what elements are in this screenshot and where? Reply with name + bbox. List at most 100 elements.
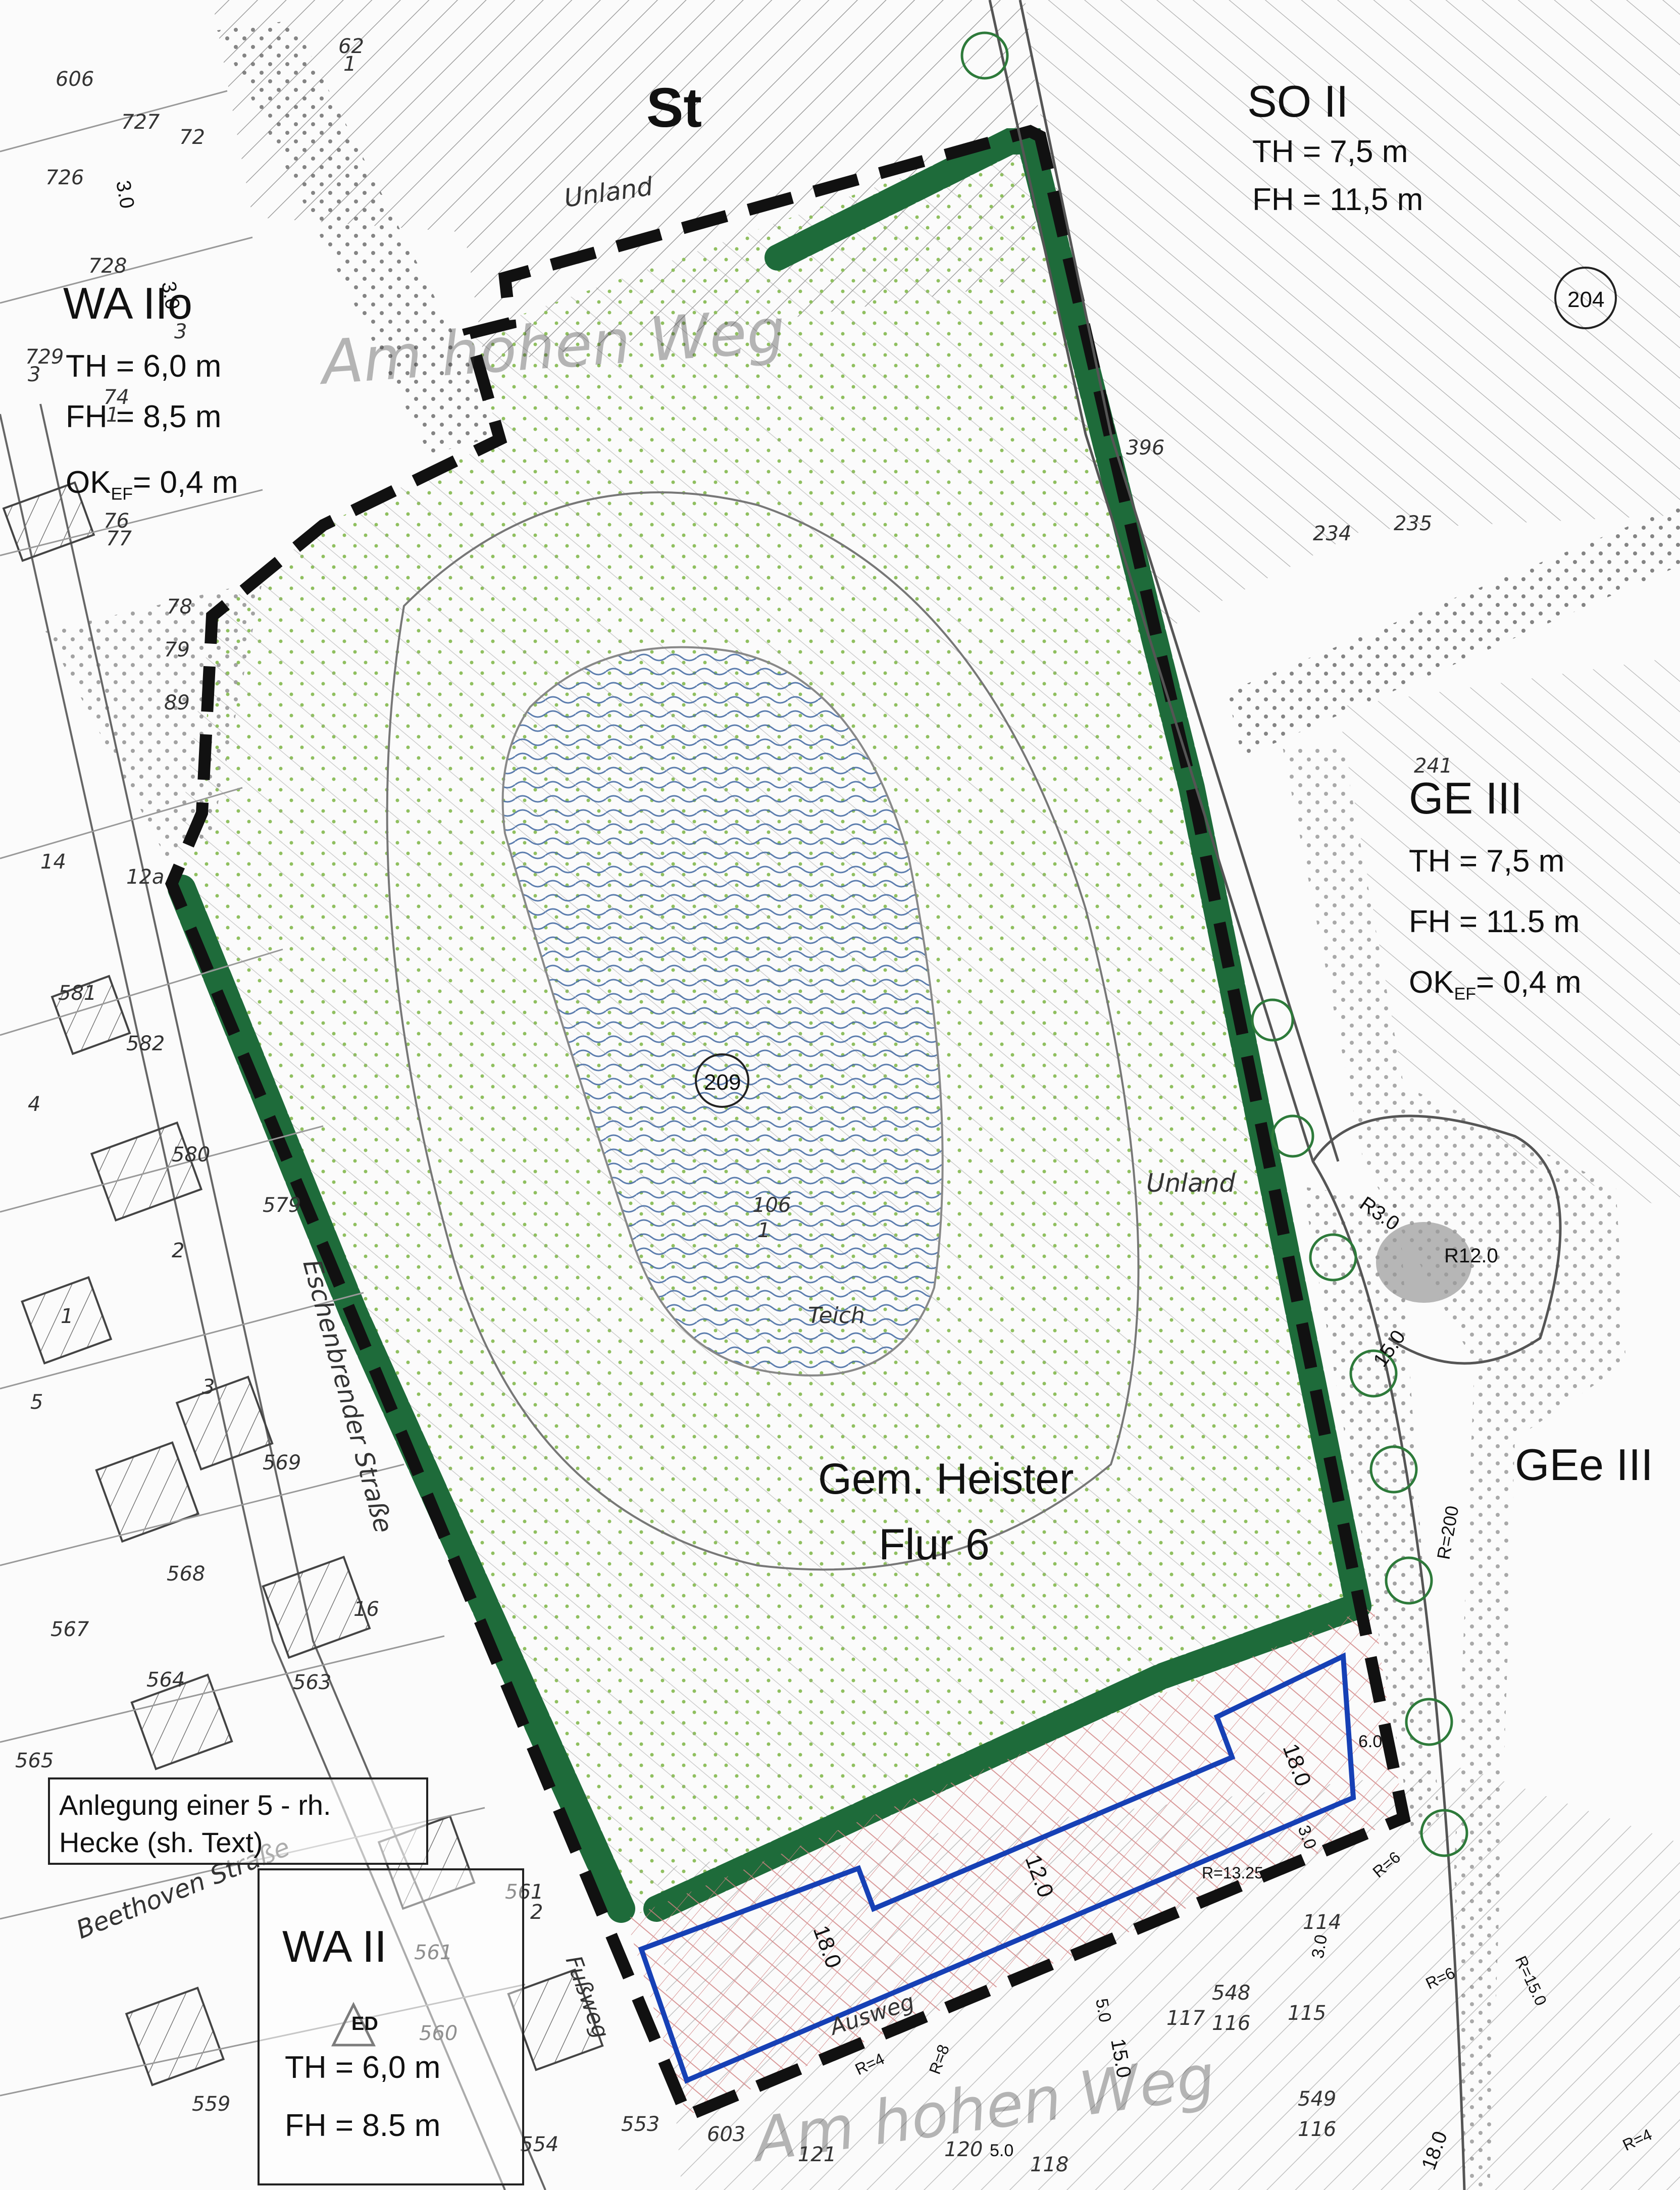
- east-dotted-strip: [1283, 747, 1626, 2190]
- plan-area-boundary: [165, 125, 1411, 2124]
- ge-hatched-area: [1338, 656, 1680, 1212]
- ok-text: OK: [66, 465, 111, 500]
- ed-badge-label: ED: [351, 2013, 378, 2034]
- parcel-number: 565: [15, 1749, 54, 1772]
- dim-r1325: R=13.25: [1202, 1864, 1263, 1882]
- pond-parcel-label: 106: [752, 1194, 791, 1217]
- parcel-number: 3: [28, 363, 40, 386]
- parcel-number: 567: [50, 1618, 89, 1641]
- parcel-number: 121: [798, 2143, 836, 2166]
- parcel-number: 4: [28, 1093, 40, 1116]
- zone-wa-top-fh: FH = 8,5 m: [66, 399, 222, 434]
- parcel-number: 569: [263, 1451, 301, 1474]
- eschenbrender-road-edge: [0, 414, 506, 2190]
- zone-wa-top-label: WA IIo: [63, 278, 192, 328]
- ge-ok-sub: EF: [1454, 984, 1477, 1004]
- parcel-number: 728: [88, 254, 127, 278]
- note-line2: Hecke (sh. Text): [59, 1826, 263, 1858]
- parcel-number: 72: [179, 126, 205, 149]
- parcel-number: 77: [106, 527, 132, 550]
- zone-st-label: St: [646, 77, 702, 139]
- dim-6: 6.0: [1358, 1732, 1382, 1751]
- zone-wa-bottom-label: WA II: [282, 1921, 387, 1971]
- parcel-number: 116: [1298, 2118, 1336, 2141]
- parcel-number: 603: [707, 2123, 745, 2146]
- parcel-number: 74: [104, 386, 129, 409]
- parcel-number: 579: [263, 1194, 301, 1217]
- zone-so-fh: FH = 11,5 m: [1252, 182, 1423, 217]
- dim-5: 5.0: [1092, 1997, 1115, 2024]
- parcel-number: 3: [174, 320, 187, 343]
- parcel-number: 14: [40, 850, 66, 874]
- road-edge-east: [988, 0, 1466, 2190]
- parcel-number: 560: [419, 2022, 457, 2045]
- parcel-number: 2: [172, 1239, 184, 1262]
- circle-209: [695, 1053, 749, 1108]
- parcel-number: 606: [56, 68, 94, 91]
- parcel-number: 548: [1212, 1981, 1250, 2005]
- zone-wa-bottom-fh: FH = 8.5 m: [285, 2108, 441, 2143]
- pond-parcel-sub-label: 1: [757, 1219, 770, 1242]
- west-buildings: [2, 481, 604, 2086]
- dim-5b: 5.0: [990, 2141, 1013, 2160]
- dim-3-0-a: 3.0: [112, 179, 138, 210]
- note-line1: Anlegung einer 5 - rh.: [59, 1789, 331, 1821]
- parcel-number: 78: [167, 595, 192, 619]
- parcel-number: 5: [30, 1391, 43, 1414]
- parcel-number: 12a: [126, 865, 164, 889]
- center-line1: Gem. Heister: [818, 1455, 1074, 1503]
- parcel-number: 16: [353, 1598, 379, 1621]
- parcel-number: 2: [530, 1901, 543, 1924]
- parcel-number: 580: [172, 1143, 210, 1166]
- zone-gee-label: GEe III: [1515, 1440, 1653, 1490]
- parcel-number: 1: [61, 1305, 73, 1328]
- parcel-number: 79: [164, 638, 190, 661]
- dim-r12: R12.0: [1444, 1245, 1498, 1267]
- zone-wa-top-ok: OKEF= 0,4 m: [66, 465, 238, 504]
- parcel-number: 396: [1126, 436, 1164, 460]
- pond-outline: [501, 646, 944, 1377]
- roundabout-edge: [1311, 1114, 1562, 1365]
- zone-ge-ok: OKEF= 0,4 m: [1409, 964, 1582, 1004]
- ok-val: = 0,4 m: [133, 465, 238, 500]
- parcel-number: 549: [1298, 2087, 1336, 2111]
- ok-sub: EF: [111, 484, 133, 504]
- parcel-number: 559: [192, 2093, 230, 2116]
- zone-so-th: TH = 7,5 m: [1252, 134, 1408, 169]
- zone-ge-th: TH = 7,5 m: [1409, 844, 1565, 879]
- parcel-number: 726: [45, 166, 84, 189]
- zone-so-label: SO II: [1247, 76, 1349, 126]
- building-envelope-line: [638, 1652, 1356, 2084]
- circle-209-label: 209: [704, 1070, 741, 1095]
- roundabout-island: [1376, 1222, 1472, 1303]
- parcel-number: 116: [1212, 2012, 1250, 2035]
- parcel-number: 120: [944, 2138, 983, 2161]
- parcel-number: 563: [293, 1671, 331, 1694]
- parcel-number: 568: [167, 1562, 205, 1586]
- wa-bottom-box: WA II ED TH = 6,0 m FH = 8.5 m: [258, 1868, 524, 2185]
- parcel-number: 581: [58, 982, 96, 1005]
- circle-204: [1554, 267, 1617, 329]
- parcel-number: 114: [1303, 1911, 1341, 1934]
- hedge-note-box: Anlegung einer 5 - rh. Hecke (sh. Text): [48, 1777, 428, 1865]
- parcel-number: 727: [121, 111, 160, 134]
- teich-label: Teich: [808, 1303, 865, 1329]
- parcel-number: 115: [1288, 2002, 1326, 2025]
- parcel-number: 729: [25, 345, 64, 369]
- so-hatched-area: [1025, 0, 1680, 631]
- parcel-number: 582: [126, 1032, 165, 1055]
- parcel-number: 3: [202, 1376, 215, 1399]
- zone-ge-label: GE III: [1409, 773, 1522, 823]
- parcel-number: 234: [1313, 522, 1351, 545]
- dim-3b: 3.0: [1308, 1933, 1331, 1960]
- dim-3-0-b: 3.0: [157, 280, 184, 311]
- parcel-number: 554: [520, 2133, 558, 2156]
- road-dotted-strip: [1303, 1187, 1439, 1843]
- parcel-number: 235: [1394, 512, 1432, 535]
- south-hatched-strip: [626, 1606, 1404, 2116]
- parcel-number: 1: [343, 53, 356, 76]
- zone-wa-bottom-th: TH = 6,0 m: [285, 2050, 441, 2085]
- parcel-number: 564: [146, 1668, 185, 1692]
- unland-east-label: Unland: [1146, 1168, 1236, 1198]
- hedge-south: [643, 1593, 1371, 1922]
